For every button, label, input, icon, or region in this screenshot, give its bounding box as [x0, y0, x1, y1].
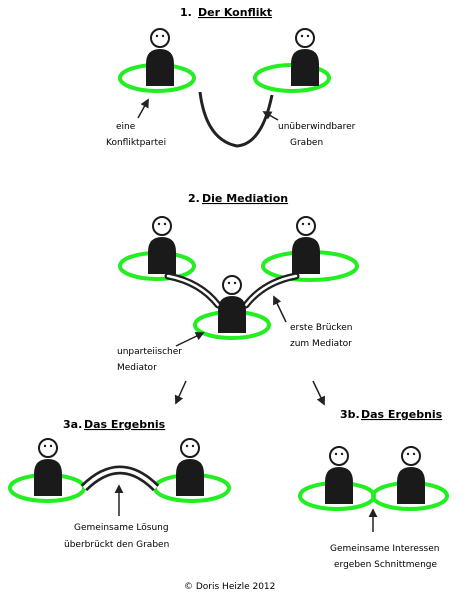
result-b-label-2: ergeben Schnittmenge: [334, 560, 437, 570]
result-a-title: Das Ergebnis: [84, 418, 166, 431]
result-a-label-2: überbrückt den Graben: [64, 540, 169, 550]
gap-label-2: Graben: [290, 138, 323, 148]
result-a-party-right-figure: [175, 438, 205, 497]
section-conflict: 1. Der Konflikt eine Konfliktpartei unüb…: [106, 6, 356, 148]
bridge-left-inner: [166, 274, 220, 307]
copyright: © Doris Heizle 2012: [184, 582, 275, 592]
mediation-number: 2.: [188, 192, 200, 205]
result-a-party-left-figure: [33, 438, 63, 497]
conflict-number: 1.: [180, 6, 192, 19]
section-mediation: 2. Die Mediation unparteiischer Mediator…: [117, 192, 359, 406]
mediation-party-left-figure: [147, 216, 177, 275]
gap-arrow: [262, 111, 279, 121]
mediator-label-2: Mediator: [117, 363, 157, 373]
conflict-party-left-figure: [145, 28, 175, 87]
mediation-title: Die Mediation: [202, 192, 288, 205]
split-arrow-right: [312, 380, 325, 406]
bridges-arrow: [273, 295, 287, 323]
party-label-2: Konfliktpartei: [106, 138, 166, 148]
result-b-title: Das Ergebnis: [361, 408, 443, 421]
bridge-arc-inner: [82, 468, 158, 490]
result-b-party-right-figure: [396, 446, 426, 505]
conflict-title: Der Konflikt: [198, 6, 272, 19]
bridge-right-outer: [242, 272, 300, 309]
party-label-1: eine: [116, 122, 136, 132]
mediation-party-right-figure: [291, 216, 321, 275]
result-a-number: 3a.: [63, 418, 82, 431]
gap-label-1: unüberwindbarer: [278, 122, 356, 132]
result-b-party-left-figure: [324, 446, 354, 505]
mediator-figure: [217, 275, 247, 334]
section-result-a: 3a. Das Ergebnis Gemeinsame Lösung überb…: [8, 418, 231, 550]
result-a-label-1: Gemeinsame Lösung: [74, 523, 169, 533]
result-b-number: 3b.: [340, 408, 360, 421]
bridges-label-1: erste Brücken: [290, 323, 353, 333]
result-b-label-1: Gemeinsame Interessen: [330, 544, 439, 554]
section-result-b: 3b. Das Ergebnis Gemeinsame Interessen e…: [298, 408, 449, 570]
bridges-label-2: zum Mediator: [290, 339, 352, 349]
bridge-left-outer: [164, 272, 222, 309]
split-arrow-left: [174, 380, 187, 405]
bridge-right-inner: [244, 274, 298, 307]
conflict-party-right-figure: [290, 28, 320, 87]
mediator-arrow: [175, 332, 205, 347]
party-arrow: [137, 98, 149, 119]
gap-curve: [198, 91, 274, 148]
mediator-label-1: unparteiischer: [117, 347, 182, 357]
